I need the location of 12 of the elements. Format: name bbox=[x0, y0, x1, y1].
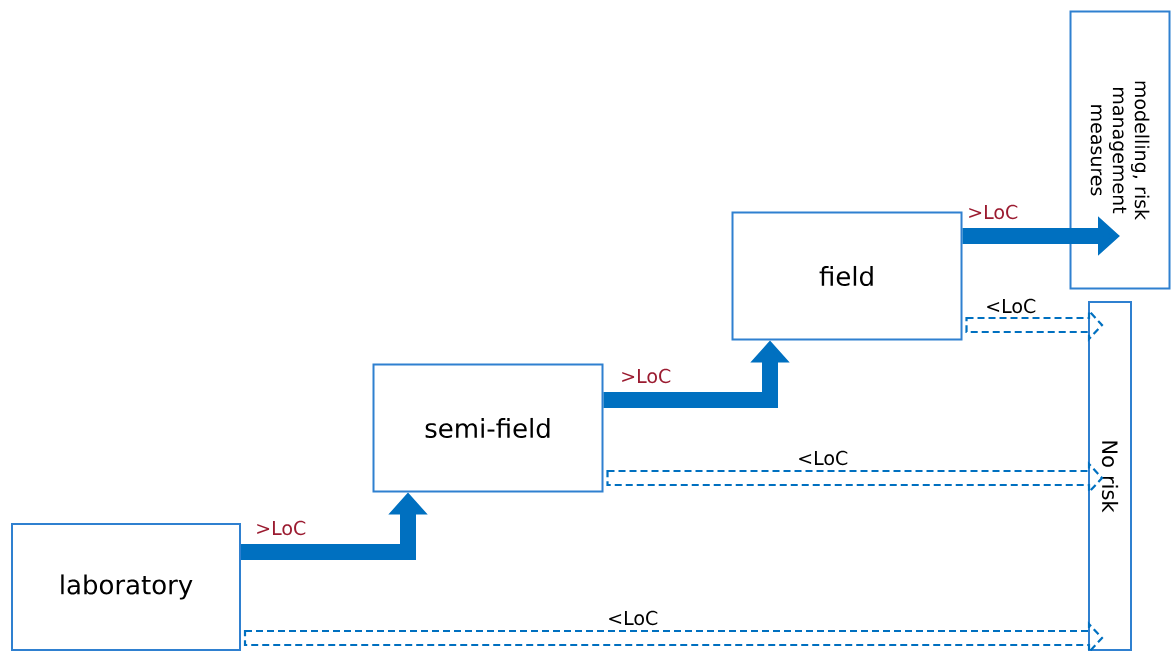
edge-label: <LoC bbox=[606, 609, 660, 627]
rotated-text-box: No risk bbox=[1088, 301, 1132, 651]
edge-label: <LoC bbox=[984, 297, 1038, 315]
process-box: laboratory bbox=[11, 523, 241, 651]
process-box: field bbox=[731, 211, 963, 341]
edge-label: >LoC bbox=[254, 519, 308, 537]
edge-label: >LoC bbox=[966, 203, 1020, 221]
process-box: semi-field bbox=[372, 363, 604, 493]
rotated-text-box: modelling, risk management measures bbox=[1069, 10, 1171, 290]
hollow-arrow bbox=[243, 621, 1104, 651]
edge-label: >LoC bbox=[619, 367, 673, 385]
edge-label: <LoC bbox=[796, 449, 850, 467]
